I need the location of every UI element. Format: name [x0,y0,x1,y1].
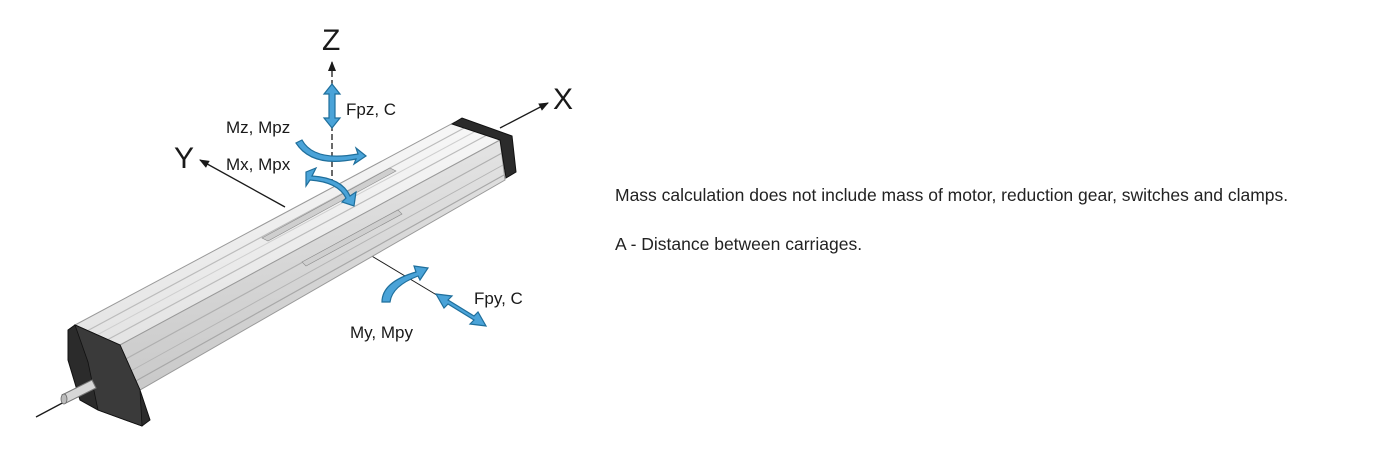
y-axis-line [199,159,286,208]
mz-arrow-icon [295,139,368,166]
distance-note: A - Distance between carriages. [615,234,863,254]
fpz-label: Fpz, C [346,100,396,119]
my-label: My, Mpy [350,323,413,342]
z-axis-label: Z [322,24,340,57]
mass-note: Mass calculation does not include mass o… [615,185,1289,205]
end-cap-far [450,117,517,179]
load-arrows [295,83,488,327]
mz-label: Mz, Mpz [226,118,290,137]
notes-panel: Mass calculation does not include mass o… [615,184,1335,256]
y-axis-label: Y [174,142,194,175]
x-axis-line [499,102,549,129]
my-arrow-icon [381,265,430,303]
mx-arrow-icon [305,166,357,207]
actuator-body [60,117,517,427]
fpy-arrow-icon [434,293,488,327]
x-axis-label: X [553,83,573,116]
fpz-arrow-icon [322,83,342,129]
linear-actuator-diagram: Z X Y Fpz, C Mz, Mpz Mx, Mpx Fpy, C My, … [35,24,573,427]
drive-shaft [60,379,97,405]
fpy-label: Fpy, C [474,289,523,308]
mx-label: Mx, Mpx [226,155,291,174]
